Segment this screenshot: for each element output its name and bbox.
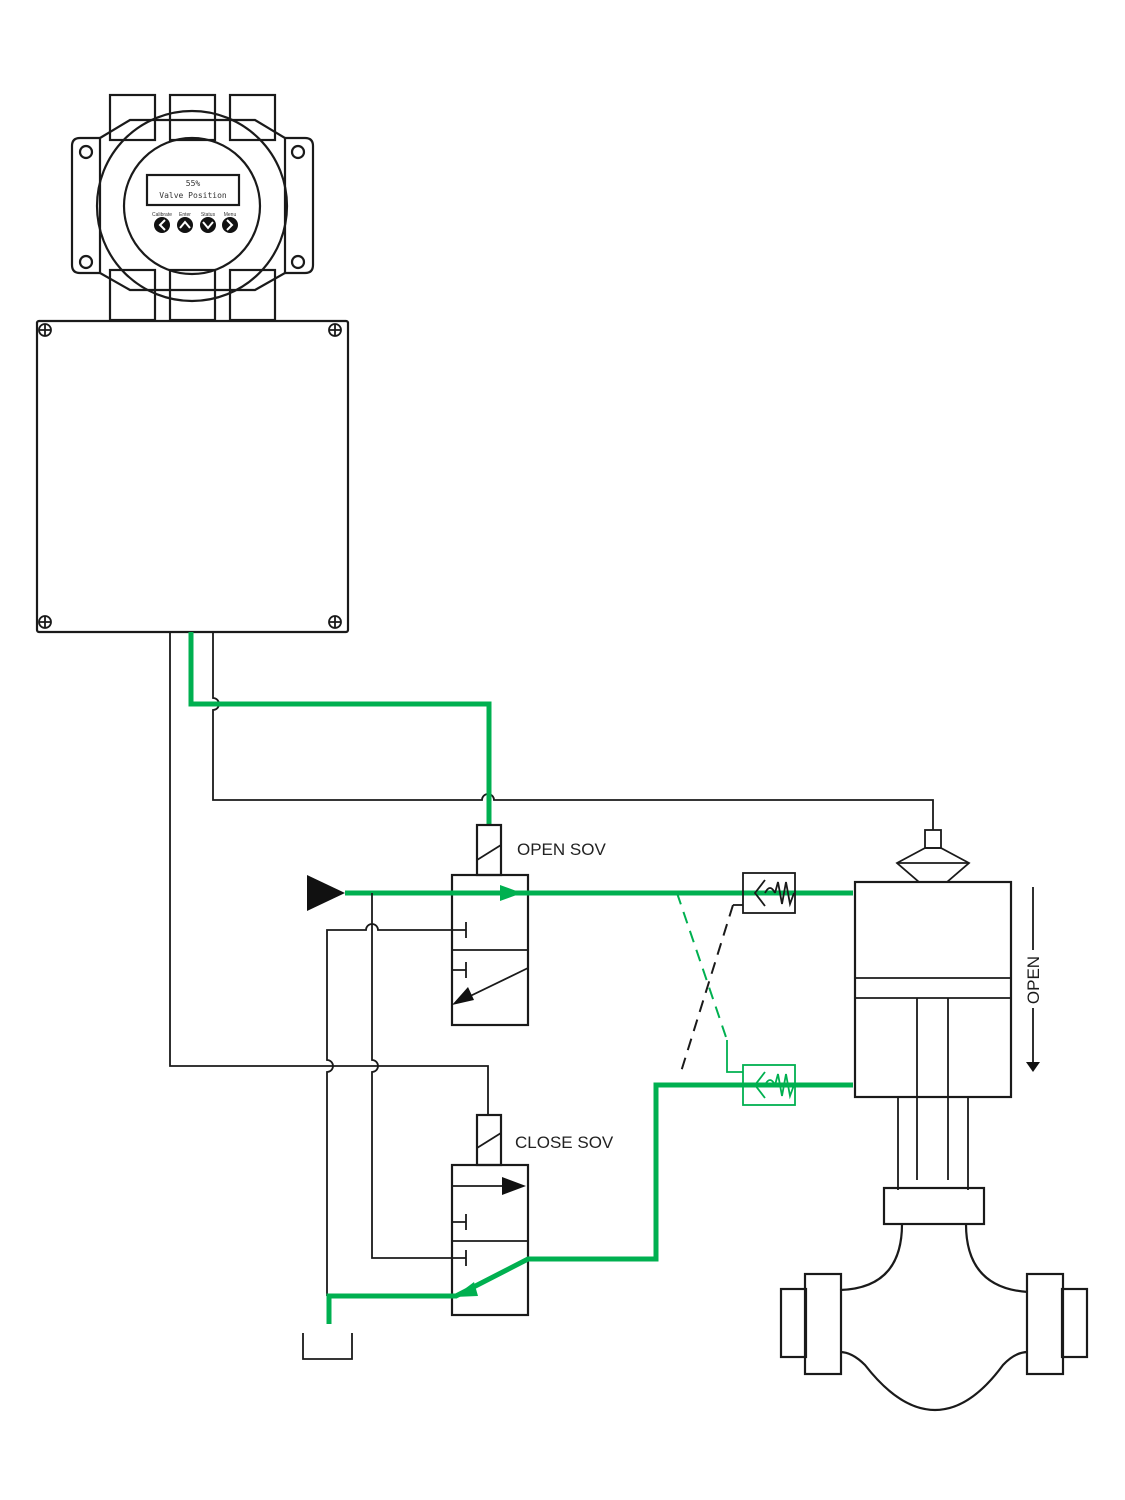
- display-label: Valve Position: [159, 191, 227, 200]
- arrow-down-icon: [202, 221, 214, 230]
- button-label-menu: Menu: [224, 212, 237, 218]
- check-valve-top: [733, 872, 796, 914]
- air-supply-icon: [307, 875, 345, 911]
- arrow-up-icon: [179, 220, 191, 229]
- pilot-line-green: [676, 892, 728, 1041]
- wiring: [212, 632, 934, 830]
- open-sov: OPEN SOV: [450, 823, 606, 1027]
- pilot-line-black: [679, 904, 734, 1076]
- screw-icon: [38, 323, 342, 629]
- status-button[interactable]: [200, 217, 216, 233]
- button-label-status: Status: [201, 212, 216, 218]
- check-valve-bottom: [726, 1040, 796, 1106]
- open-sov-label: OPEN SOV: [517, 840, 606, 859]
- display-value: 55%: [186, 179, 201, 188]
- menu-button[interactable]: [222, 217, 238, 233]
- open-sov-signal-line: [188, 632, 492, 825]
- button-label-calibrate: Calibrate: [152, 212, 172, 218]
- arrow-right-icon: [226, 219, 234, 231]
- close-sov: CLOSE SOV: [450, 1113, 614, 1317]
- button-label-enter: Enter: [179, 212, 191, 218]
- actuator: OPEN: [853, 829, 1043, 1190]
- open-direction-label: OPEN: [1024, 956, 1043, 1004]
- positioner-head: 55% Valve Position Calibrate Enter Statu…: [70, 93, 315, 322]
- exhaust-vent-icon: [302, 1333, 353, 1360]
- junction-box: [35, 319, 489, 1115]
- arrow-left-icon: [158, 219, 166, 231]
- enter-button[interactable]: [177, 217, 193, 233]
- control-valve-body: [779, 1186, 1089, 1412]
- lcd-display: [145, 173, 241, 207]
- close-sov-label: CLOSE SOV: [515, 1133, 614, 1152]
- exhaust-flow-line: [326, 1082, 853, 1324]
- calibrate-button[interactable]: [154, 217, 170, 233]
